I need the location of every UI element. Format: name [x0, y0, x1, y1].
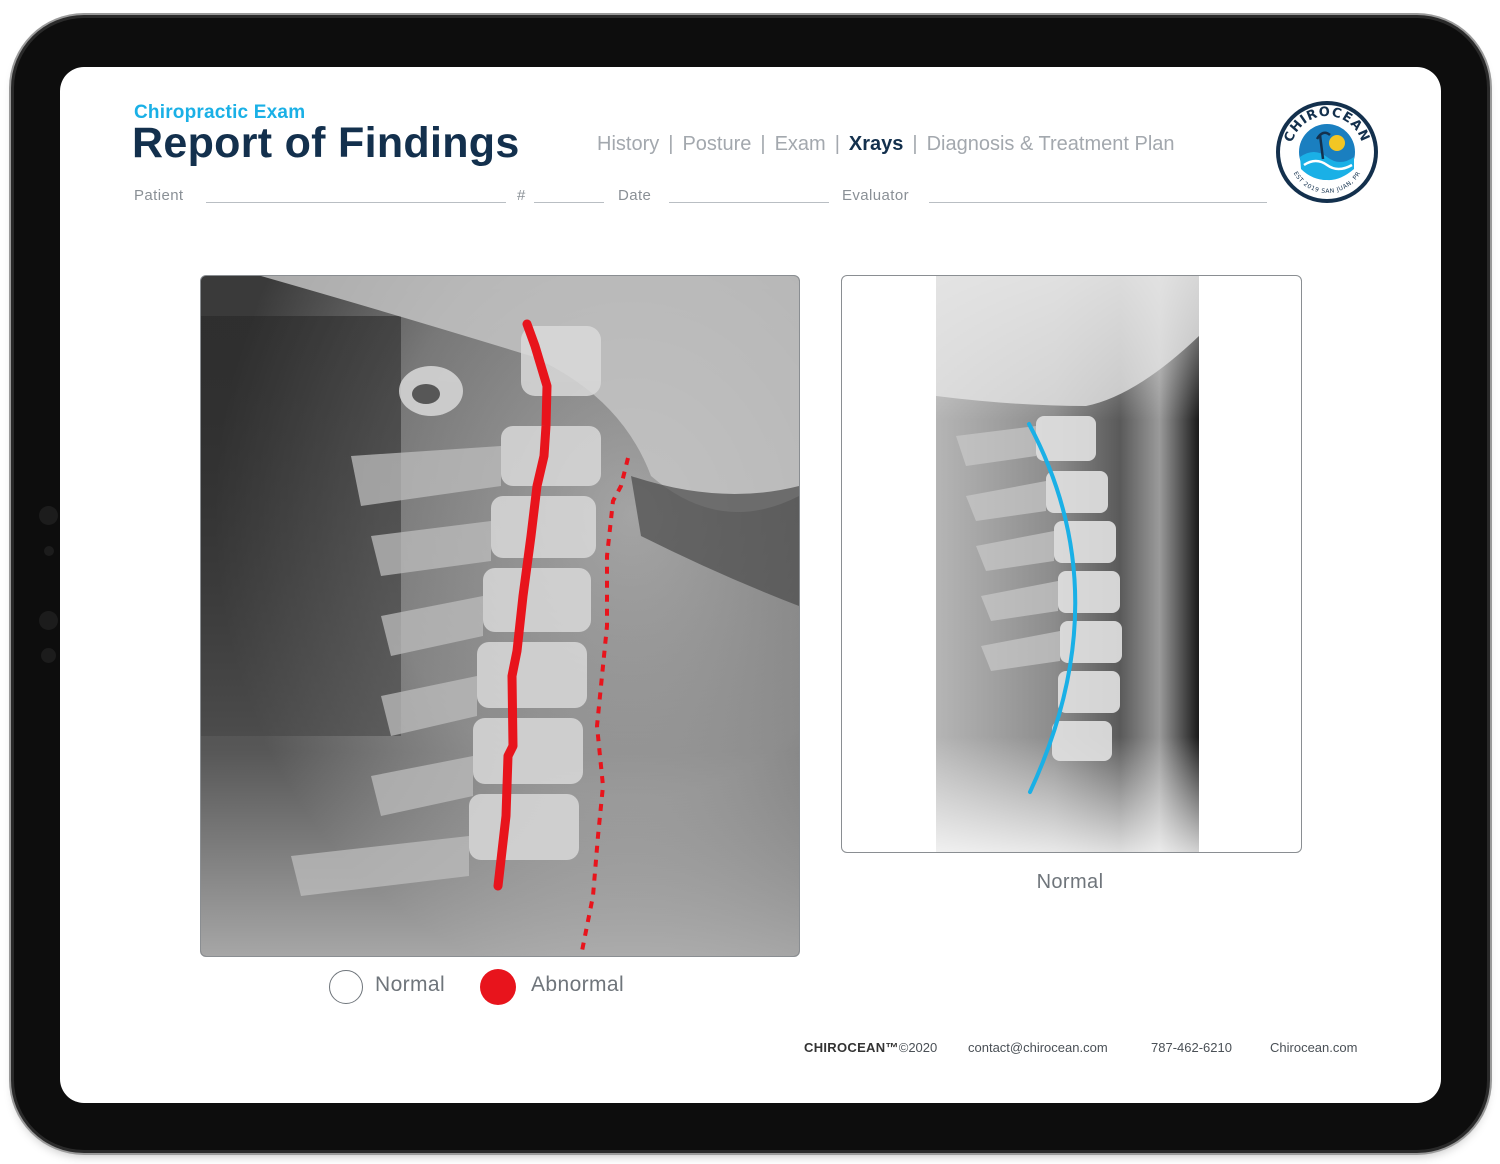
patient-field[interactable] — [206, 202, 506, 203]
nav-separator: | — [834, 133, 840, 155]
tab-diagnosis-treatment[interactable]: Diagnosis & Treatment Plan — [926, 133, 1175, 155]
footer-phone[interactable]: 787-462-6210 — [1151, 1040, 1232, 1055]
xray-cervical-normal — [841, 275, 1302, 853]
number-field[interactable] — [534, 202, 604, 203]
xray-cervical-abnormal — [200, 275, 800, 957]
evaluator-field[interactable] — [929, 202, 1267, 203]
sensor-icon — [39, 506, 58, 525]
nav-separator: | — [760, 133, 766, 155]
normal-spine-curve — [1027, 422, 1078, 794]
nav-separator: | — [668, 133, 674, 155]
nav-separator: | — [912, 133, 918, 155]
evaluator-label: Evaluator — [842, 187, 909, 204]
abnormal-indicator-icon[interactable] — [480, 969, 516, 1005]
legend-abnormal-label: Abnormal — [531, 973, 625, 996]
legend-normal-label: Normal — [375, 973, 446, 996]
normal-indicator-icon[interactable] — [329, 970, 363, 1004]
xray-film — [936, 276, 1199, 852]
date-label: Date — [618, 187, 652, 204]
number-label: # — [517, 187, 526, 204]
section-nav: History | Posture | Exam | Xrays | Diagnosis & T… — [597, 133, 1175, 156]
tab-xrays[interactable]: Xrays — [848, 133, 904, 155]
footer-email[interactable]: contact@chirocean.com — [968, 1040, 1108, 1055]
footer-brand: CHIROCEAN™ — [804, 1040, 899, 1055]
patient-info-fields: Patient # Date Evaluator — [60, 187, 1441, 211]
tab-history[interactable]: History — [597, 133, 660, 155]
abnormal-spine-line — [493, 319, 552, 891]
footer-copyright: CHIROCEAN™©2020 — [804, 1040, 937, 1055]
tablet-top-button — [115, 15, 170, 20]
page-subtitle: Chiropractic Exam — [134, 102, 306, 123]
date-field[interactable] — [669, 202, 829, 203]
tab-posture[interactable]: Posture — [682, 133, 752, 155]
patient-label: Patient — [134, 187, 184, 204]
footer-website[interactable]: Chirocean.com — [1270, 1040, 1358, 1055]
normal-xray-caption: Normal — [1036, 871, 1104, 893]
footer-year: ©2020 — [898, 1040, 938, 1055]
camera-icon — [39, 611, 58, 630]
tablet-top-button — [180, 15, 235, 20]
sensor-icon — [41, 648, 56, 663]
sensor-icon — [44, 546, 54, 556]
tab-exam[interactable]: Exam — [774, 133, 826, 155]
report-screen: Chiropractic Exam Report of Findings His… — [60, 67, 1441, 1103]
page-title: Report of Findings — [132, 119, 520, 167]
chirocean-logo: CHIROCEAN EST 2019 SAN JUAN, PR — [1274, 99, 1380, 205]
